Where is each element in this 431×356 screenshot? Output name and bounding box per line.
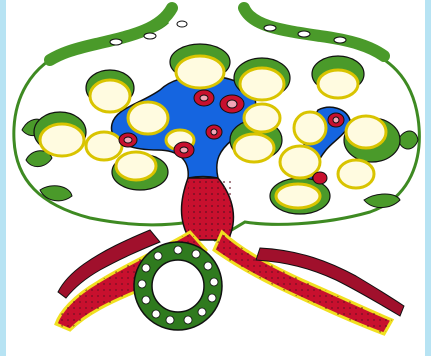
stalk-texture xyxy=(188,178,234,240)
macula-densa-tubule xyxy=(134,242,222,330)
